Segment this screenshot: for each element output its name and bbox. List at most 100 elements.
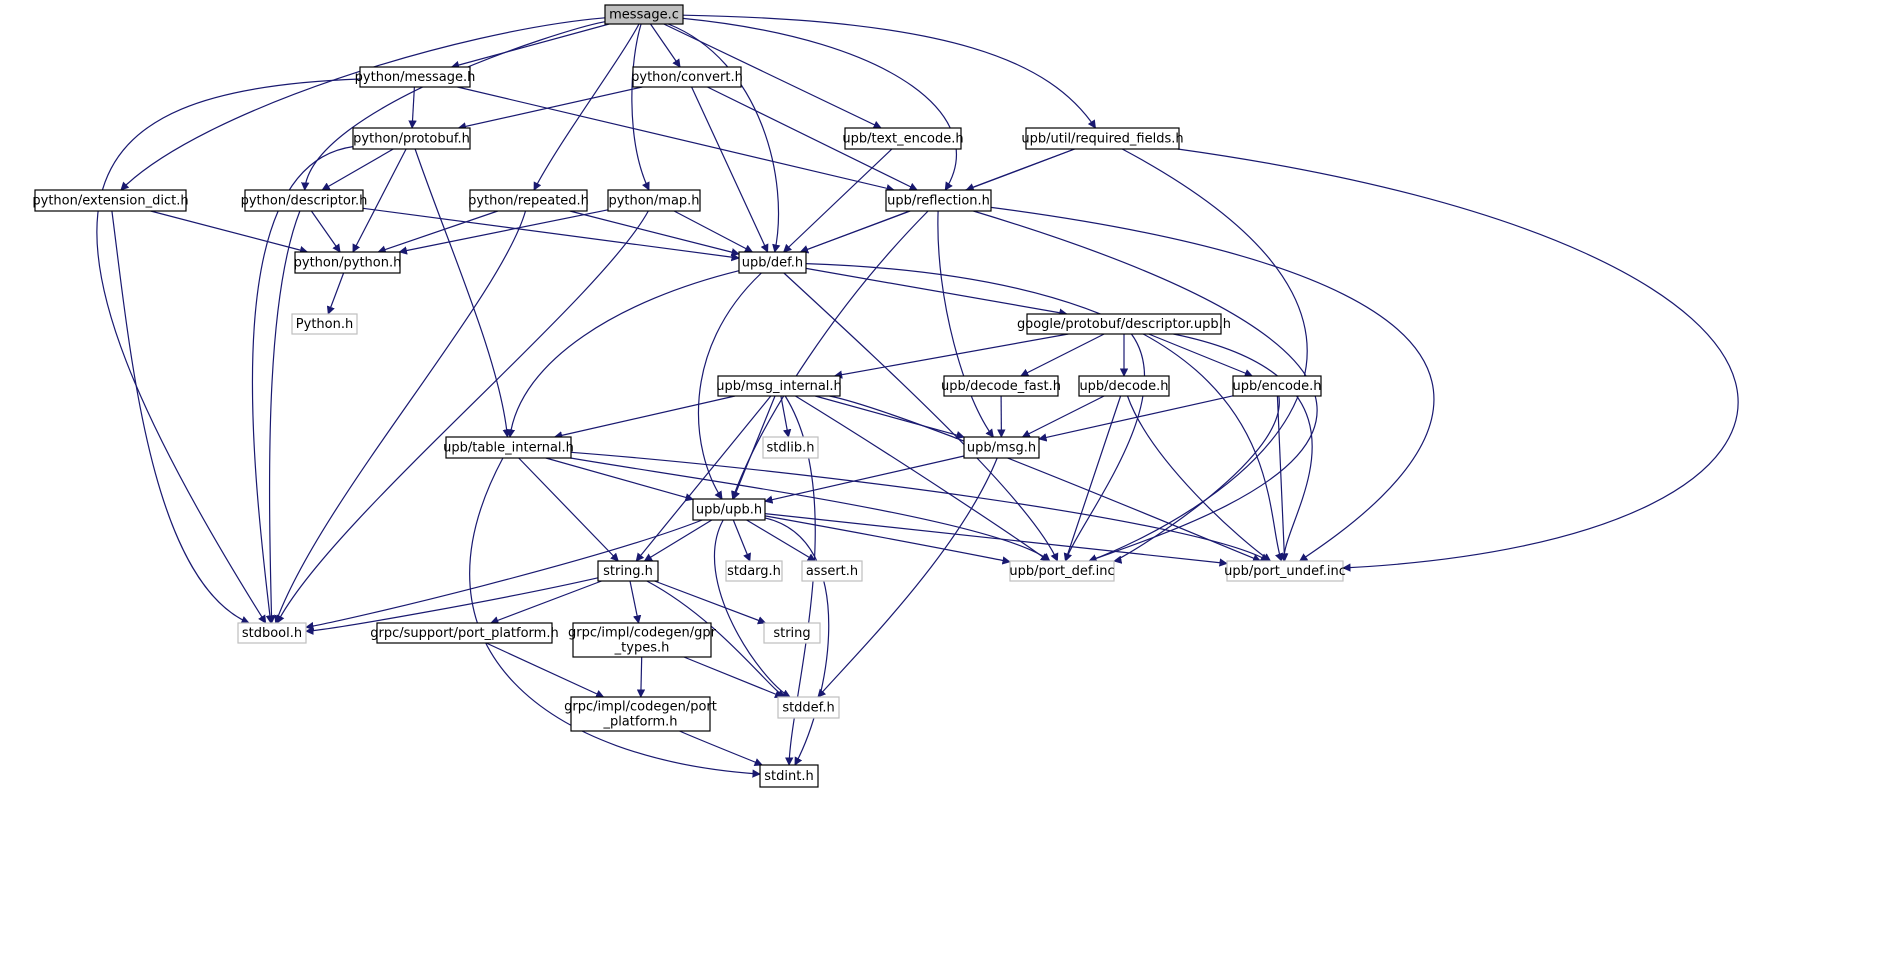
edge-upb_decode_h-to-upb_port_def_inc [1063, 395, 1122, 562]
edge-python_descriptor_h-to-stdbool_h [267, 210, 301, 624]
edge-upb_upb_h-to-upb_port_def_inc [764, 515, 1011, 565]
node-stdlib-h: stdlib.h [762, 436, 819, 459]
edge-string_h-to-grpc_support_port_platform_h [490, 580, 602, 625]
node-box [244, 189, 364, 212]
edge-upb_encode_h-to-upb_port_undef_inc [1276, 395, 1289, 562]
node-python-message-h[interactable]: python/message.h [355, 66, 476, 88]
edge-upb_reflection_h-to-upb_port_undef_inc [990, 206, 1435, 562]
edge-grpc_gpr_types_h-to-stddef_h [683, 656, 784, 699]
edge-string_h-to-stdbool_h [305, 577, 599, 636]
node-upb-encode-h[interactable]: upb/encode.h [1232, 375, 1322, 397]
node-upb-port-undef-inc: upb/port_undef.inc [1224, 560, 1346, 582]
node-box [1232, 375, 1322, 397]
edge-upb_def_h-to-upb_port_undef_inc [805, 263, 1283, 562]
node-box [763, 622, 821, 644]
edge-python_message_h-to-python_protobuf_h [408, 86, 417, 129]
node-upb-table-internal-h[interactable]: upb/table_internal.h [443, 436, 574, 459]
edge-message_c-to-upb_reflection_h [682, 17, 957, 191]
node-label: stdbool.h [242, 626, 302, 641]
edge-python_extension_dict_h-to-python_python_h [150, 210, 309, 255]
node-label: upb/port_def.inc [1009, 564, 1114, 579]
node-google-descriptor-upb-h[interactable]: google/protobuf/descriptor.upb.h [1017, 313, 1231, 335]
edge-upb_upb_h-to-stdarg_h [732, 519, 751, 562]
node-upb-reflection-h[interactable]: upb/reflection.h [885, 189, 992, 212]
edge-upb_table_internal_h-to-upb_port_undef_inc [570, 451, 1270, 562]
node-box [801, 560, 863, 582]
node-upb-def-h[interactable]: upb/def.h [738, 251, 807, 274]
node-label: string.h [603, 564, 653, 579]
node-upb-util-required-fields-h[interactable]: upb/util/required_fields.h [1021, 127, 1184, 150]
edge-upb_msg_internal_h-to-stdlib_h [780, 395, 792, 438]
node-python-map-h[interactable]: python/map.h [607, 189, 701, 212]
node-stdbool-h: stdbool.h [237, 622, 307, 644]
node-grpc-port-platform-h[interactable]: grpc/impl/codegen/port_platform.h [564, 696, 717, 732]
edge-upb_encode_h-to-upb_msg_h [1038, 395, 1234, 442]
node-label: python/map.h [608, 194, 699, 209]
edge-python_convert_h-to-python_protobuf_h [457, 86, 643, 131]
node-python-python-h[interactable]: python/python.h [294, 251, 402, 274]
edge-grpc_gpr_types_h-to-grpc_port_platform_h [636, 656, 646, 698]
node-label: stdarg.h [727, 564, 781, 579]
edge-upb_table_internal_h-to-stdint_h [469, 457, 761, 778]
node-upb-msg-internal-h[interactable]: upb/msg_internal.h [716, 375, 842, 397]
node-label: python/descriptor.h [241, 194, 368, 209]
node-box [1226, 560, 1344, 582]
node-grpc-support-port-platform-h[interactable]: grpc/support/port_platform.h [370, 622, 559, 644]
edge-python_protobuf_h-to-python_python_h [352, 148, 407, 253]
node-box [445, 436, 572, 459]
node-upb-upb-h[interactable]: upb/upb.h [692, 498, 766, 521]
edge-upb_util_required_fields_h-to-upb_port_undef_inc [1177, 148, 1739, 572]
node-upb-msg-h[interactable]: upb/msg.h [963, 436, 1040, 459]
node-box [762, 436, 819, 459]
edge-upb_reflection_h-to-upb_def_h [799, 210, 911, 254]
edge-upb_def_h-to-upb_table_internal_h [506, 270, 740, 438]
node-stdint-h[interactable]: stdint.h [759, 764, 819, 788]
edge-upb_def_h-to-upb_upb_h [697, 272, 762, 500]
edge-python_repeated_h-to-stdbool_h [274, 210, 527, 624]
node-box [607, 189, 701, 212]
node-string-h[interactable]: string.h [597, 560, 659, 582]
node-box [717, 375, 841, 397]
edge-google_descriptor_upb_h-to-upb_port_undef_inc [1173, 333, 1313, 562]
edge-message_c-to-python_extension_dict_h [120, 17, 606, 191]
edge-python_map_h-to-upb_def_h [673, 210, 754, 253]
edge-python_protobuf_h-to-stdbool_h [251, 146, 354, 624]
node-grpc-gpr-types-h[interactable]: grpc/impl/codegen/gpr_types.h [568, 622, 717, 658]
node-label: python/message.h [355, 70, 476, 85]
edge-python_protobuf_h-to-python_descriptor_h [321, 148, 394, 191]
node-label: upb/util/required_fields.h [1021, 132, 1183, 147]
edge-google_descriptor_upb_h-to-upb_msg_internal_h [833, 333, 1069, 379]
node-label: stdlib.h [767, 441, 815, 456]
node-label: upb/decode_fast.h [941, 379, 1061, 394]
node-label: Python.h [296, 317, 353, 332]
edge-python_message_h-to-stdbool_h [96, 78, 361, 624]
node-box [943, 375, 1059, 397]
node-label: stddef.h [782, 701, 834, 716]
edge-upb_decode_h-to-upb_port_undef_inc [1126, 395, 1272, 562]
node-box [632, 66, 742, 88]
node-box [885, 189, 992, 212]
edge-python_descriptor_h-to-upb_def_h [362, 207, 740, 262]
node-python-convert-h[interactable]: python/convert.h [631, 66, 743, 88]
node-python-repeated-h[interactable]: python/repeated.h [468, 189, 589, 212]
node-Python-h: Python.h [291, 313, 358, 335]
node-label: grpc/impl/codegen/port [564, 700, 717, 715]
node-python-protobuf-h[interactable]: python/protobuf.h [352, 127, 471, 150]
edge-python_convert_h-to-upb_def_h [691, 86, 769, 253]
node-label: message.c [609, 8, 679, 23]
node-box [777, 696, 840, 719]
node-upb-decode-h[interactable]: upb/decode.h [1078, 375, 1170, 397]
edge-message_c-to-python_convert_h [650, 23, 681, 68]
node-label: upb/port_undef.inc [1224, 564, 1346, 579]
node-python-extension-dict-h[interactable]: python/extension_dict.h [32, 189, 189, 212]
node-message-c[interactable]: message.c [604, 4, 684, 25]
node-upb-decode-fast-h[interactable]: upb/decode_fast.h [941, 375, 1061, 397]
edge-upb_upb_h-to-stdbool_h [305, 519, 703, 631]
node-python-descriptor-h[interactable]: python/descriptor.h [241, 189, 368, 212]
node-box [1078, 375, 1170, 397]
node-box [469, 189, 588, 212]
node-upb-text-encode-h[interactable]: upb/text_encode.h [842, 127, 964, 150]
node-label: upb/upb.h [696, 503, 762, 518]
node-label: _types.h [614, 641, 670, 656]
node-layer: message.c python/message.h python/convert.… [32, 4, 1346, 788]
